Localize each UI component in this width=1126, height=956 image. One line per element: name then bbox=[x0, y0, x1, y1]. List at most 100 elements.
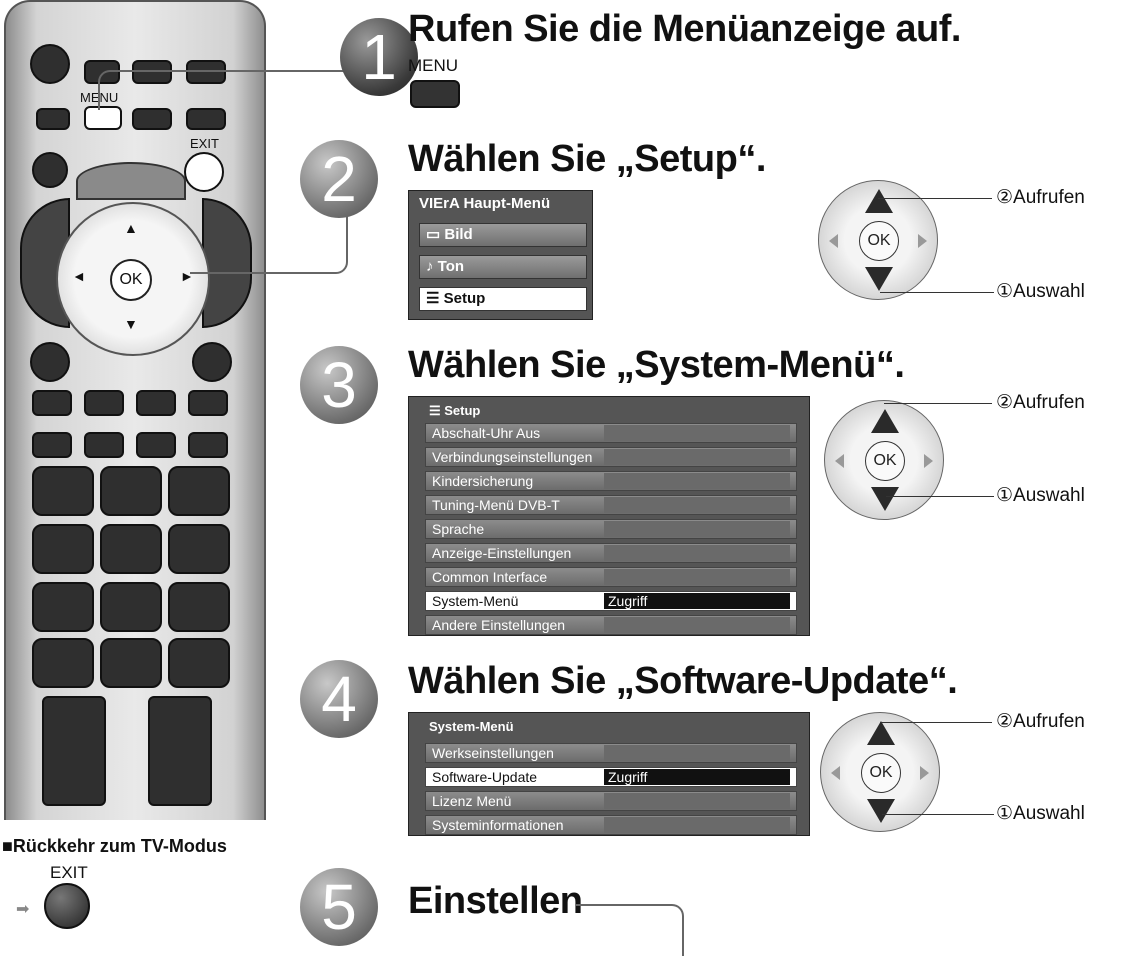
remote-button[interactable] bbox=[188, 390, 228, 416]
row-value bbox=[604, 617, 790, 633]
channel-button[interactable] bbox=[42, 696, 106, 806]
menu-item-ton[interactable]: ♪ Ton bbox=[419, 255, 587, 279]
number-button[interactable] bbox=[32, 582, 94, 632]
menu-item-setup[interactable]: ☰ Setup bbox=[419, 287, 587, 311]
menu-row-selected[interactable]: System-Menü Zugriff bbox=[425, 591, 797, 611]
row-label: System-Menü bbox=[432, 593, 519, 609]
number-button[interactable] bbox=[168, 524, 230, 574]
remote-round-button[interactable] bbox=[30, 342, 70, 382]
up-arrow-icon[interactable] bbox=[871, 409, 899, 433]
nav-left-icon[interactable]: ◄ bbox=[72, 268, 86, 284]
remote-button[interactable] bbox=[32, 390, 72, 416]
access-label: ②Aufrufen bbox=[996, 187, 1085, 208]
remote-button[interactable] bbox=[186, 60, 226, 84]
ok-button[interactable]: OK bbox=[859, 221, 899, 261]
nav-up-icon[interactable]: ▲ bbox=[124, 220, 138, 236]
ok-button[interactable]: OK bbox=[861, 753, 901, 793]
navigation-pad[interactable]: ▲ ▼ ◄ ► OK bbox=[56, 202, 210, 356]
menu-row[interactable]: Lizenz Menü bbox=[425, 791, 797, 811]
row-value bbox=[604, 449, 790, 465]
number-button[interactable] bbox=[100, 638, 162, 688]
nav-down-icon[interactable]: ▼ bbox=[124, 316, 138, 332]
down-arrow-icon[interactable] bbox=[867, 799, 895, 823]
menu-row[interactable]: Abschalt-Uhr Aus bbox=[425, 423, 797, 443]
remote-round-button[interactable] bbox=[192, 342, 232, 382]
remote-button[interactable] bbox=[186, 108, 226, 130]
menu-row[interactable]: Tuning-Menü DVB-T bbox=[425, 495, 797, 515]
list-icon: ☰ bbox=[426, 290, 440, 307]
leader-line bbox=[880, 292, 994, 293]
remote-round-button[interactable] bbox=[32, 152, 68, 188]
volume-button[interactable] bbox=[148, 696, 212, 806]
row-value bbox=[604, 473, 790, 489]
remote-button[interactable] bbox=[188, 432, 228, 458]
menu-row[interactable]: Anzeige-Einstellungen bbox=[425, 543, 797, 563]
main-menu-title: VIErA Haupt-Menü bbox=[419, 195, 551, 212]
number-button[interactable] bbox=[32, 638, 94, 688]
exit-button[interactable] bbox=[184, 152, 224, 192]
menu-button-label: MENU bbox=[408, 56, 459, 75]
row-label: Lizenz Menü bbox=[432, 793, 512, 809]
number-button[interactable] bbox=[100, 466, 162, 516]
number-button[interactable] bbox=[32, 524, 94, 574]
down-arrow-icon[interactable] bbox=[865, 267, 893, 291]
number-button[interactable] bbox=[100, 524, 162, 574]
number-button[interactable] bbox=[100, 582, 162, 632]
power-button[interactable] bbox=[30, 44, 70, 84]
number-button[interactable] bbox=[168, 582, 230, 632]
remote-button[interactable] bbox=[32, 432, 72, 458]
down-arrow-icon[interactable] bbox=[871, 487, 899, 511]
remote-button[interactable] bbox=[136, 390, 176, 416]
up-arrow-icon[interactable] bbox=[867, 721, 895, 745]
step-number-1: 1 bbox=[340, 18, 418, 96]
remote-button[interactable] bbox=[132, 60, 172, 84]
menu-button[interactable] bbox=[410, 80, 460, 108]
ok-pad[interactable]: OK bbox=[824, 400, 944, 520]
sound-icon: ♪ bbox=[426, 258, 434, 275]
right-arrow-icon bbox=[924, 454, 933, 468]
number-button[interactable] bbox=[168, 638, 230, 688]
row-value bbox=[604, 425, 790, 441]
menu-row[interactable]: Andere Einstellungen bbox=[425, 615, 797, 635]
remote-top-arc-button[interactable] bbox=[76, 162, 186, 200]
left-arrow-icon bbox=[829, 234, 838, 248]
row-label: Werkseinstellungen bbox=[432, 745, 554, 761]
menu-row[interactable]: Kindersicherung bbox=[425, 471, 797, 491]
ok-pad[interactable]: OK bbox=[820, 712, 940, 832]
row-value bbox=[604, 497, 790, 513]
remote-button[interactable] bbox=[132, 108, 172, 130]
up-arrow-icon[interactable] bbox=[865, 189, 893, 213]
remote-button[interactable] bbox=[36, 108, 70, 130]
remote-button[interactable] bbox=[136, 432, 176, 458]
menu-row[interactable]: Systeminformationen bbox=[425, 815, 797, 835]
step-number-2: 2 bbox=[300, 140, 378, 218]
ok-button[interactable]: OK bbox=[865, 441, 905, 481]
select-label: ①Auswahl bbox=[996, 281, 1085, 302]
ok-button[interactable]: OK bbox=[110, 259, 152, 301]
leader-line bbox=[880, 722, 992, 723]
ok-pad[interactable]: OK bbox=[818, 180, 938, 300]
menu-button[interactable] bbox=[84, 106, 122, 130]
picture-icon: ▭ bbox=[426, 226, 441, 243]
row-value: Zugriff bbox=[604, 593, 790, 609]
leader-line bbox=[884, 403, 992, 404]
menu-row[interactable]: Werkseinstellungen bbox=[425, 743, 797, 763]
number-button[interactable] bbox=[32, 466, 94, 516]
menu-item-bild[interactable]: ▭ Bild bbox=[419, 223, 587, 247]
row-value bbox=[604, 545, 790, 561]
connector-line bbox=[190, 188, 348, 274]
menu-row[interactable]: Verbindungseinstellungen bbox=[425, 447, 797, 467]
number-button[interactable] bbox=[168, 466, 230, 516]
connector-line bbox=[576, 904, 684, 956]
menu-row[interactable]: Common Interface bbox=[425, 567, 797, 587]
menu-item-label: Setup bbox=[443, 290, 486, 307]
remote-button[interactable] bbox=[84, 432, 124, 458]
menu-row[interactable]: Sprache bbox=[425, 519, 797, 539]
step-4-heading: Wählen Sie „Software-Update“. bbox=[408, 660, 958, 702]
row-label: Abschalt-Uhr Aus bbox=[432, 425, 541, 441]
step-number-5: 5 bbox=[300, 868, 378, 946]
remote-button[interactable] bbox=[84, 390, 124, 416]
exit-button[interactable] bbox=[44, 883, 90, 929]
left-arrow-icon bbox=[831, 766, 840, 780]
